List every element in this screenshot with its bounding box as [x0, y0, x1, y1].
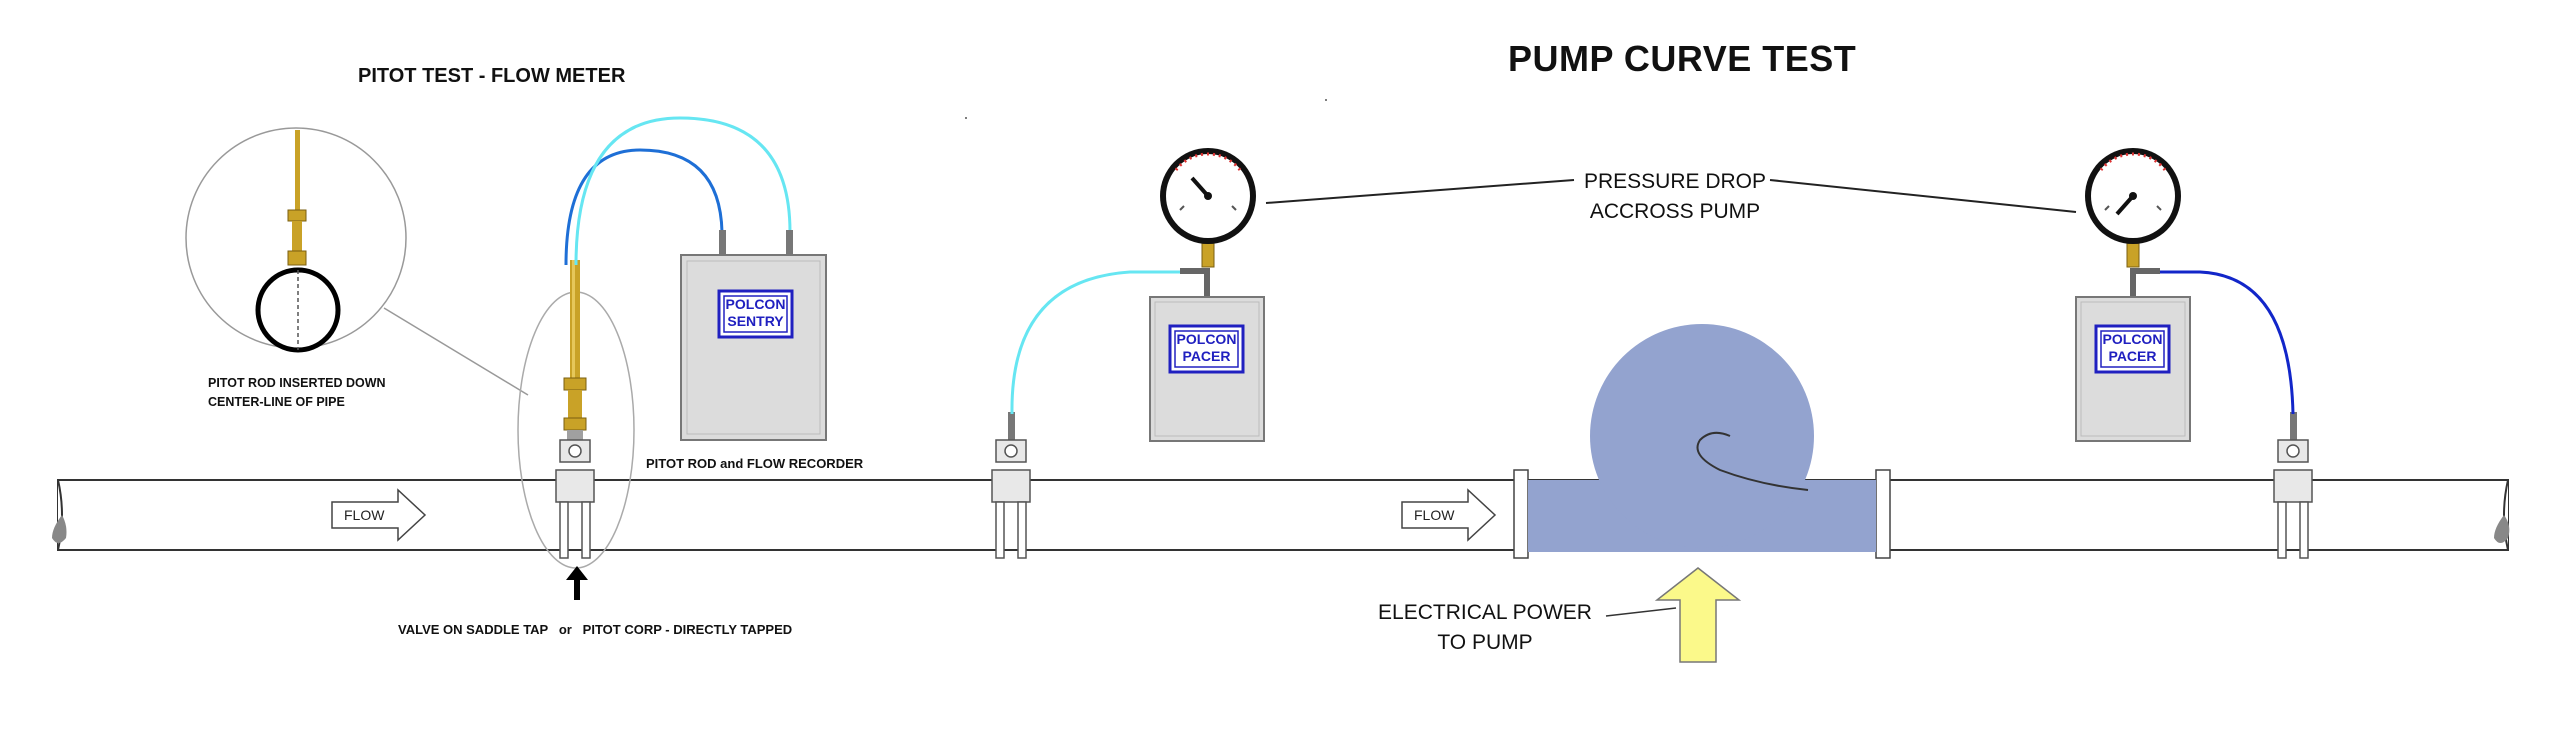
- tube-cyan: [574, 116, 792, 266]
- speck-1: [965, 117, 967, 119]
- flow-arrow-right: [1401, 488, 1497, 542]
- diagram-title: PUMP CURVE TEST: [1508, 38, 1857, 79]
- pacer-left-label-line2: PACER: [1182, 348, 1231, 364]
- inset-leader-line: [383, 307, 529, 396]
- pacer-left-label: POLCON PACER: [1173, 331, 1240, 365]
- pacer-right-label-line2: PACER: [2108, 348, 2157, 364]
- pacer-left-tap: [991, 412, 1031, 559]
- flow-label-right: FLOW: [1414, 507, 1455, 523]
- pressure-gauge-right: [2085, 148, 2181, 268]
- sentry-fitting-left: [719, 230, 726, 254]
- sentry-label-line2: SENTRY: [727, 313, 784, 329]
- speck-2: [1325, 99, 1327, 101]
- power-caption-line2: TO PUMP: [1437, 631, 1533, 654]
- pitot-inset: [185, 127, 407, 353]
- pressure-leader-right: [1769, 179, 2077, 213]
- polcon-sentry-box: [680, 254, 827, 441]
- power-leader-line: [1605, 607, 1677, 617]
- pump: [1513, 324, 1891, 559]
- pacer-right-label: POLCON PACER: [2099, 331, 2166, 365]
- pipe-left-end-cap: [52, 515, 67, 543]
- flow-label-left: FLOW: [344, 507, 385, 523]
- pitot-recorder-caption: PITOT ROD and FLOW RECORDER: [646, 456, 864, 471]
- pressure-drop-caption: PRESSURE DROP ACCROSS PUMP: [1560, 167, 1790, 227]
- polcon-pacer-left-box: [1149, 296, 1265, 442]
- polcon-pacer-right-box: [2075, 296, 2191, 442]
- pacer-left-stem: [1204, 268, 1210, 296]
- tube-cyan-left-pacer: [1010, 270, 1180, 415]
- sentry-label: POLCON SENTRY: [722, 296, 789, 330]
- tap-arrow: [566, 566, 588, 600]
- pitot-rod: [563, 260, 587, 440]
- pacer-left-tee: [1180, 268, 1210, 274]
- pacer-right-stem: [2130, 268, 2136, 296]
- sentry-fitting-right: [786, 230, 793, 254]
- pacer-left-label-line1: POLCON: [1176, 331, 1237, 347]
- electrical-power-caption: ELECTRICAL POWER TO PUMP: [1370, 598, 1600, 658]
- pressure-caption-line2: ACCROSS PUMP: [1589, 200, 1761, 223]
- flow-arrow-left: [331, 488, 427, 542]
- pitot-saddle-valve: [555, 439, 595, 559]
- pacer-right-label-line1: POLCON: [2102, 331, 2163, 347]
- pitot-inset-caption-line2: CENTER-LINE OF PIPE: [208, 395, 345, 409]
- sentry-label-line1: POLCON: [725, 296, 786, 312]
- pacer-right-tee: [2130, 268, 2160, 274]
- power-caption-line1: ELECTRICAL POWER: [1378, 601, 1592, 624]
- pressure-caption-line1: PRESSURE DROP: [1583, 170, 1767, 193]
- pitot-title: PITOT TEST - FLOW METER: [358, 65, 626, 87]
- valve-caption: VALVE ON SADDLE TAP or PITOT CORP - DIRE…: [398, 622, 793, 637]
- power-arrow: [1654, 567, 1742, 663]
- tube-blue-right-pacer: [2158, 270, 2295, 415]
- pipe-right-end-cap: [2494, 515, 2510, 543]
- tube-blue: [564, 148, 724, 266]
- pitot-inset-caption-line1: PITOT ROD INSERTED DOWN: [208, 376, 386, 390]
- pressure-gauge-left: [1160, 148, 1256, 268]
- pressure-leader-left: [1265, 179, 1575, 204]
- pitot-inset-caption: PITOT ROD INSERTED DOWN CENTER-LINE OF P…: [208, 374, 386, 412]
- main-pipe: [57, 479, 2509, 551]
- pacer-right-tap: [2273, 412, 2313, 559]
